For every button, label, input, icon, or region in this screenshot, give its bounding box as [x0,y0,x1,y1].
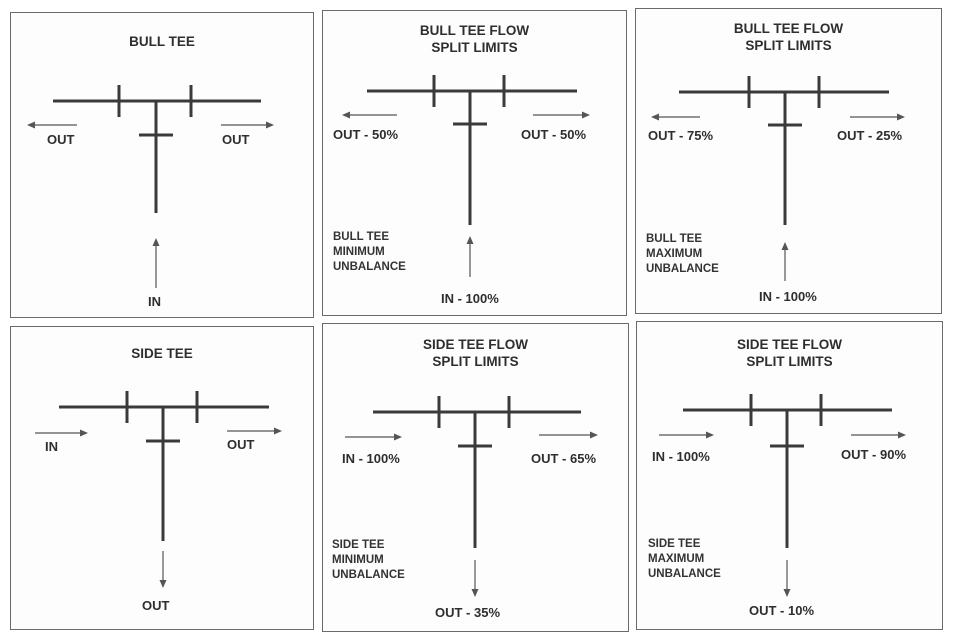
out-bottom-label: OUT [142,598,170,613]
in-label: IN [45,439,58,454]
out-right-label: OUT - 65% [531,451,597,466]
note-line3: UNBALANCE [646,263,719,275]
arrowhead [651,113,659,121]
panel-bull-tee: BULL TEE OUT OUT IN [10,12,314,318]
panel-side-tee-minimum: SIDE TEE FLOW SPLIT LIMITS IN - 100% OUT… [322,323,629,632]
arrowhead [897,113,905,121]
arrowhead [471,589,479,597]
arrowhead [590,431,598,439]
note-line1: BULL TEE [333,231,390,243]
panel-title-line2: SPLIT LIMITS [745,38,832,53]
note-line2: MAXIMUM [646,248,703,260]
note-line3: UNBALANCE [333,261,406,273]
side-tee-diagram [35,391,282,588]
arrowhead [342,111,350,119]
in-label: IN [148,294,161,309]
arrowhead [394,433,402,441]
panel-title: BULL TEE [129,34,195,49]
arrowhead [274,427,282,435]
panel-side-tee: SIDE TEE IN OUT OUT [10,326,314,630]
arrowhead [582,111,590,119]
in-label: IN - 100% [652,449,710,464]
out-right-label: OUT - 50% [521,127,587,142]
arrowhead [466,236,474,244]
note-line3: UNBALANCE [648,568,721,580]
in-label: IN - 100% [342,451,400,466]
panel-title: SIDE TEE [131,346,193,361]
out-right-label: OUT - 90% [841,447,907,462]
panel-title-line2: SPLIT LIMITS [746,354,833,369]
out-right-label: OUT - 25% [837,128,903,143]
out-bottom-label: OUT - 10% [749,603,815,618]
panel-title-line1: SIDE TEE FLOW [736,337,842,352]
note-line1: SIDE TEE [648,538,701,550]
note-line2: MAXIMUM [648,553,705,565]
note-line2: MINIMUM [333,246,385,258]
panel-bull-tee-maximum: BULL TEE FLOW SPLIT LIMITS OUT - 75% OUT… [635,8,942,314]
arrowhead [159,580,167,588]
side-tee-max-diagram [659,394,906,597]
note-line2: MINIMUM [332,554,384,566]
out-left-label: OUT - 75% [648,128,714,143]
panel-bull-tee-minimum: BULL TEE FLOW SPLIT LIMITS OUT - 50% OUT… [322,10,627,316]
note-line3: UNBALANCE [332,569,405,581]
arrowhead [27,121,35,129]
out-left-label: OUT [47,132,75,147]
arrowhead [152,238,160,246]
in-label: IN - 100% [441,291,499,306]
panel-title-line2: SPLIT LIMITS [432,354,519,369]
panel-title-line1: BULL TEE FLOW [419,23,530,38]
arrowhead [266,121,274,129]
out-right-label: OUT [222,132,250,147]
bull-tee-min-diagram [342,75,590,277]
out-left-label: OUT - 50% [333,127,399,142]
panel-title-line2: SPLIT LIMITS [431,40,518,55]
out-right-label: OUT [227,437,255,452]
panel-title-line1: SIDE TEE FLOW [422,337,528,352]
note-line1: SIDE TEE [332,539,385,551]
arrowhead [80,429,88,437]
bull-tee-diagram [27,85,274,288]
in-label: IN - 100% [759,289,817,304]
arrowhead [783,589,791,597]
arrowhead [706,431,714,439]
arrowhead [781,242,789,250]
bull-tee-max-diagram [651,76,905,281]
panel-side-tee-maximum: SIDE TEE FLOW SPLIT LIMITS IN - 100% OUT… [636,321,943,630]
arrowhead [898,431,906,439]
note-line1: BULL TEE [646,233,703,245]
out-bottom-label: OUT - 35% [435,605,501,620]
panel-title-line1: BULL TEE FLOW [733,21,844,36]
side-tee-min-diagram [345,396,598,597]
